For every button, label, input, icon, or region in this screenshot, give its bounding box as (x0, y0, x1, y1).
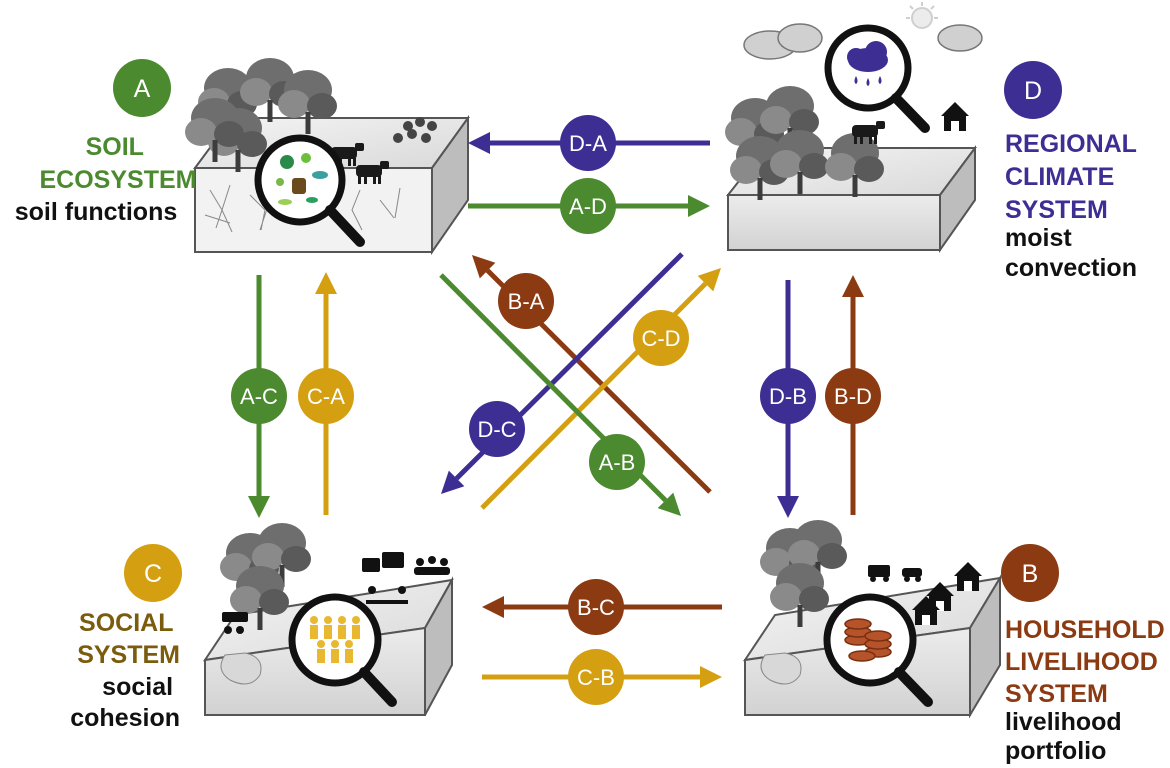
people-icon (288, 593, 397, 707)
system-d-title: REGIONAL CLIMATE SYSTEM (1005, 130, 1143, 224)
arrow-label-circle (568, 649, 624, 705)
arrow-label-text: A-D (569, 194, 607, 219)
badge-d: D (1004, 61, 1062, 119)
system-a-subtitle: soil functions (15, 198, 178, 226)
system-c-subtitle-line: cohesion (70, 704, 180, 732)
arrow-c-a: C-A (298, 272, 354, 515)
system-b-title-line: HOUSEHOLD (1005, 616, 1165, 644)
system-b-title: HOUSEHOLD LIVELIHOOD SYSTEM (1005, 616, 1170, 708)
system-c-subtitle-line: social (102, 673, 173, 701)
arrow-label-circle (560, 178, 616, 234)
badge-a-circle (113, 59, 171, 117)
system-b-subtitle-line: livelihood (1005, 708, 1122, 736)
badge-b: B (1001, 544, 1059, 602)
system-b-title-line: LIVELIHOOD (1005, 648, 1158, 676)
arrow-a-b: A-B (439, 273, 681, 516)
arrow-label-text: C-D (641, 326, 680, 351)
arrow-head (842, 275, 864, 297)
rain-cloud-icon (824, 24, 930, 133)
system-d-subtitle-line: convection (1005, 254, 1137, 282)
arrow-c-b: C-B (482, 649, 722, 705)
arrow-label-circle (231, 368, 287, 424)
microbes-icon (254, 134, 365, 247)
sun-icon (906, 2, 938, 29)
badge-a-letter: A (134, 75, 151, 103)
badge-a: A (113, 59, 171, 117)
arrow-label-circle (825, 368, 881, 424)
arrow-label-text: B-C (577, 595, 615, 620)
arrow-d-b: D-B (760, 280, 816, 518)
badge-b-letter: B (1022, 560, 1039, 588)
system-d-subtitle: moist convection (1005, 224, 1137, 282)
arrow-head (468, 132, 490, 154)
arrow-b-d: B-D (825, 275, 881, 515)
system-c-title-line: SYSTEM (77, 641, 180, 669)
arrow-label-circle (589, 434, 645, 490)
system-b-title-line: SYSTEM (1005, 680, 1108, 708)
system-c-title: SOCIAL SYSTEM (77, 609, 180, 669)
arrow-d-c: D-C (441, 252, 684, 494)
badge-d-letter: D (1024, 77, 1042, 105)
badge-d-circle (1004, 61, 1062, 119)
system-c-title-line: SOCIAL (79, 609, 173, 637)
system-d-title-line: SYSTEM (1005, 196, 1108, 224)
system-b-subtitle: livelihood portfolio (1005, 708, 1129, 765)
arrow-head (697, 268, 721, 292)
arrow-c-d: C-D (480, 268, 721, 510)
arrow-label-text: D-B (769, 384, 807, 409)
arrow-head (441, 470, 465, 494)
badge-c: C (124, 544, 182, 602)
arrow-label-text: D-C (477, 417, 516, 442)
arrow-label-circle (469, 401, 525, 457)
badge-c-circle (124, 544, 182, 602)
system-b-subtitle-line: portfolio (1005, 737, 1106, 765)
arrow-head (315, 272, 337, 294)
interaction-arrows: D-A A-D A-C C-A D-B B-D B-C C-B B-A C-D D-C A-B (231, 115, 881, 705)
arrow-a-c: A-C (231, 275, 287, 518)
system-d-block (725, 2, 983, 254)
system-d-title-line: REGIONAL (1005, 130, 1137, 158)
arrow-head (657, 492, 681, 516)
arrow-label-circle (568, 579, 624, 635)
arrow-b-a: B-A (472, 255, 712, 494)
arrow-b-c: B-C (482, 579, 722, 635)
arrow-head (482, 596, 504, 618)
system-d-title-line: CLIMATE (1005, 163, 1114, 191)
arrow-label-text: A-C (240, 384, 278, 409)
arrow-d-a: D-A (468, 115, 710, 171)
system-a-subtitle-line: soil functions (15, 198, 178, 226)
arrow-label-text: C-B (577, 665, 615, 690)
coins-icon (823, 593, 933, 707)
arrow-head (777, 496, 799, 518)
arrow-label-text: D-A (569, 131, 607, 156)
system-d-subtitle-line: moist (1005, 224, 1072, 252)
arrow-label-text: A-B (599, 450, 636, 475)
arrow-label-circle (560, 115, 616, 171)
arrow-a-d: A-D (468, 178, 710, 234)
arrow-label-circle (298, 368, 354, 424)
arrow-head (472, 255, 496, 279)
arrow-head (688, 195, 710, 217)
badge-b-circle (1001, 544, 1059, 602)
arrow-label-text: C-A (307, 384, 345, 409)
arrow-head (248, 496, 270, 518)
system-a-title-line: ECOSYSTEM (40, 166, 197, 194)
arrow-label-circle (498, 273, 554, 329)
arrow-head (700, 666, 722, 688)
arrow-label-text: B-A (508, 289, 545, 314)
system-c-subtitle: social cohesion (70, 673, 180, 732)
arrow-label-circle (633, 310, 689, 366)
system-a-title-line: SOIL (86, 133, 144, 161)
system-a-title: SOIL ECOSYSTEM (40, 133, 197, 194)
badge-c-letter: C (144, 560, 162, 588)
arrow-label-text: B-D (834, 384, 872, 409)
arrow-label-circle (760, 368, 816, 424)
